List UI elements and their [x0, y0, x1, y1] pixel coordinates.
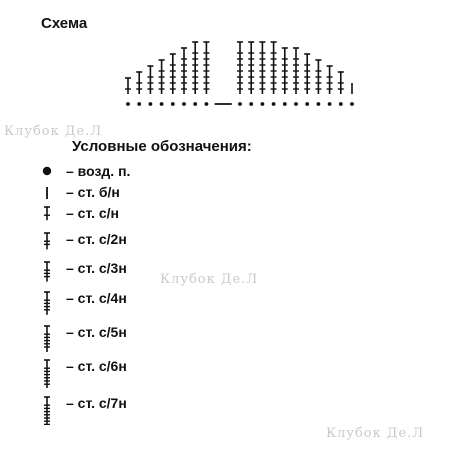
- legend-label: – ст. с/2н: [66, 231, 127, 247]
- chain-dot: [260, 102, 265, 106]
- chain-dot: [350, 102, 354, 106]
- double-crochet-symbol: [44, 206, 50, 221]
- legend-label: – возд. п.: [66, 163, 131, 179]
- double-crochet-2-icon: [44, 232, 50, 250]
- chain-dot: [305, 102, 310, 106]
- double-crochet-symbol: [237, 41, 243, 94]
- chain-dot: [159, 102, 164, 106]
- double-crochet-4-icon: [44, 291, 50, 315]
- double-crochet-symbol: [337, 71, 344, 94]
- double-crochet-symbol: [281, 47, 288, 94]
- double-crochet-symbol: [326, 65, 333, 94]
- double-crochet-symbol: [125, 77, 131, 94]
- double-crochet-symbol: [44, 261, 50, 282]
- chain-dot: [193, 102, 198, 106]
- chain-dot: [282, 102, 287, 106]
- chain-dot: [137, 102, 142, 106]
- chain-dot: [182, 102, 186, 106]
- watermark: Клубок Де.Л: [326, 426, 425, 441]
- double-crochet-symbol: [44, 325, 50, 352]
- double-crochet-3-icon: [44, 261, 50, 282]
- double-crochet-6-icon: [44, 359, 50, 388]
- chain-dot: [271, 102, 276, 106]
- double-crochet-symbol: [270, 41, 277, 94]
- chain-dot: [42, 166, 52, 176]
- watermark: Клубок Де.Л: [4, 124, 103, 139]
- chain-dot: [126, 102, 130, 106]
- legend-title: Условные обозначения:: [72, 138, 252, 155]
- double-crochet-5-icon: [44, 325, 50, 352]
- chain-dot: [316, 102, 321, 106]
- legend-item-dc1: – ст. с/н: [36, 205, 236, 229]
- legend-item-dc2: – ст. с/2н: [36, 231, 236, 255]
- double-crochet-symbol: [304, 53, 311, 94]
- legend-label: – ст. б/н: [66, 184, 120, 200]
- double-crochet-symbol: [44, 232, 50, 250]
- chain-dot: [249, 102, 254, 106]
- legend-item-dc7: – ст. с/7н: [36, 395, 236, 425]
- crochet-scheme-diagram: [125, 41, 354, 106]
- double-crochet-symbol: [44, 291, 50, 315]
- legend-item-dc5: – ст. с/5н: [36, 324, 236, 352]
- chain-dot: [204, 102, 209, 106]
- scheme-title: Схема: [41, 15, 88, 32]
- legend-item-dc3: – ст. с/3н: [36, 260, 236, 284]
- legend-label: – ст. с/3н: [66, 260, 127, 276]
- chain-dot-icon: [42, 166, 52, 176]
- legend-label: – ст. с/н: [66, 205, 119, 221]
- legend-label: – ст. с/6н: [66, 358, 127, 374]
- double-crochet-symbol: [315, 59, 322, 94]
- legend-item-chain: – возд. п.: [36, 163, 236, 187]
- chain-dot: [170, 102, 175, 106]
- double-crochet-7-icon: [44, 396, 50, 425]
- watermark: Клубок Де.Л: [160, 272, 259, 287]
- legend-label: – ст. с/7н: [66, 395, 127, 411]
- legend-label: – ст. с/5н: [66, 324, 127, 340]
- double-crochet-symbol: [293, 47, 299, 94]
- double-crochet-symbol: [169, 53, 176, 94]
- chain-dot: [327, 102, 332, 106]
- double-crochet-symbol: [259, 41, 266, 94]
- chain-dot: [338, 102, 343, 106]
- double-crochet-1-icon: [44, 206, 50, 221]
- double-crochet-symbol: [158, 59, 165, 94]
- chain-dot: [148, 102, 153, 106]
- chain-dot: [238, 102, 242, 106]
- double-crochet-symbol: [147, 65, 154, 94]
- double-crochet-symbol: [181, 47, 187, 94]
- double-crochet-symbol: [44, 396, 50, 425]
- legend-item-sc: – ст. б/н: [36, 184, 236, 208]
- legend-label: – ст. с/4н: [66, 290, 127, 306]
- double-crochet-symbol: [192, 41, 199, 94]
- double-crochet-symbol: [136, 71, 143, 94]
- legend-item-dc4: – ст. с/4н: [36, 290, 236, 315]
- double-crochet-symbol: [44, 359, 50, 388]
- legend-item-dc6: – ст. с/6н: [36, 358, 236, 388]
- chain-dot: [294, 102, 298, 106]
- double-crochet-symbol: [203, 41, 210, 94]
- single-crochet-icon: [46, 187, 48, 199]
- double-crochet-symbol: [248, 41, 255, 94]
